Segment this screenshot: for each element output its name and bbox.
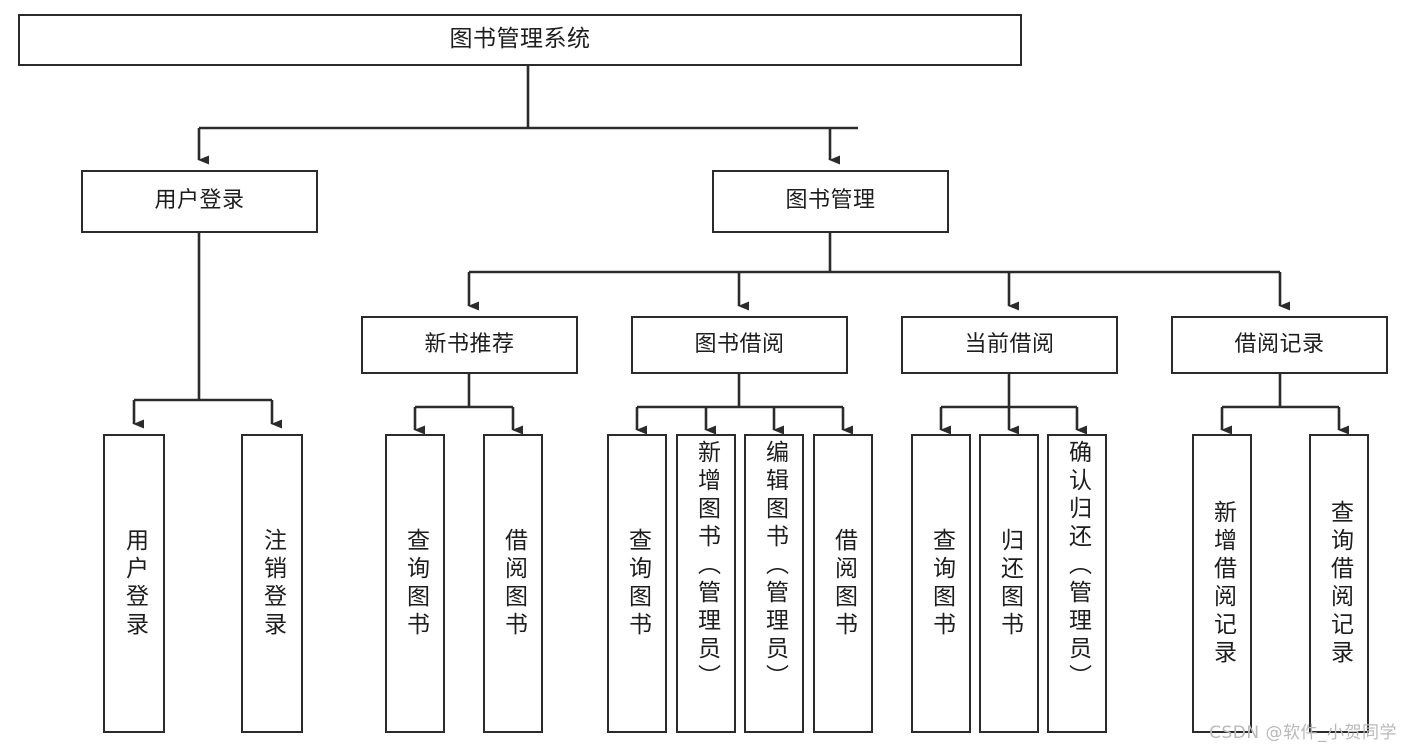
- leaf-confirm-return-admin[interactable]: 确认归还（管理员）: [1047, 434, 1107, 733]
- node-label: 归还图书: [996, 527, 1023, 640]
- node-user-login[interactable]: 用户登录: [81, 170, 318, 233]
- node-book-borrowing[interactable]: 图书借阅: [631, 316, 848, 374]
- leaf-return-book[interactable]: 归还图书: [979, 434, 1039, 733]
- leaf-borrow-book-recommend[interactable]: 借阅图书: [483, 434, 543, 733]
- node-borrowing-record[interactable]: 借阅记录: [1171, 316, 1388, 374]
- leaf-user-login[interactable]: 用户登录: [103, 434, 165, 733]
- node-label: 查询图书: [402, 527, 429, 640]
- node-label: 图书借阅: [694, 331, 785, 357]
- node-label: 借阅记录: [1234, 331, 1325, 357]
- node-book-management[interactable]: 图书管理: [712, 170, 949, 233]
- node-new-book-recommendation[interactable]: 新书推荐: [361, 316, 578, 374]
- leaf-query-book-recommend[interactable]: 查询图书: [385, 434, 445, 733]
- node-label: 图书管理: [785, 188, 876, 214]
- node-label: 确认归还（管理员）: [1064, 440, 1091, 692]
- node-label: 用户登录: [121, 527, 148, 640]
- leaf-query-book-current[interactable]: 查询图书: [911, 434, 971, 733]
- node-label: 编辑图书（管理员）: [761, 440, 788, 692]
- leaf-query-borrow-record[interactable]: 查询借阅记录: [1309, 434, 1369, 733]
- leaf-add-book-admin[interactable]: 新增图书（管理员）: [676, 434, 736, 733]
- node-label: 当前借阅: [964, 331, 1055, 357]
- node-label: 图书管理系统: [449, 26, 591, 53]
- node-label: 新增图书（管理员）: [693, 440, 720, 692]
- csdn-watermark: CSDN @软件_小贺同学: [1209, 723, 1397, 743]
- node-label: 借阅图书: [500, 527, 527, 640]
- leaf-edit-book-admin[interactable]: 编辑图书（管理员）: [744, 434, 804, 733]
- leaf-borrow-book[interactable]: 借阅图书: [813, 434, 873, 733]
- node-label: 新书推荐: [424, 331, 515, 357]
- node-label: 查询图书: [624, 527, 651, 640]
- node-label: 用户登录: [154, 188, 245, 214]
- node-root-book-management-system[interactable]: 图书管理系统: [18, 14, 1022, 66]
- leaf-query-book-borrow[interactable]: 查询图书: [607, 434, 667, 733]
- node-label: 查询借阅记录: [1326, 499, 1353, 668]
- node-label: 新增借阅记录: [1209, 499, 1236, 668]
- node-label: 注销登录: [259, 527, 286, 640]
- node-label: 查询图书: [928, 527, 955, 640]
- leaf-add-borrow-record[interactable]: 新增借阅记录: [1192, 434, 1252, 733]
- node-current-borrowing[interactable]: 当前借阅: [901, 316, 1118, 374]
- node-label: 借阅图书: [830, 527, 857, 640]
- leaf-logout[interactable]: 注销登录: [241, 434, 303, 733]
